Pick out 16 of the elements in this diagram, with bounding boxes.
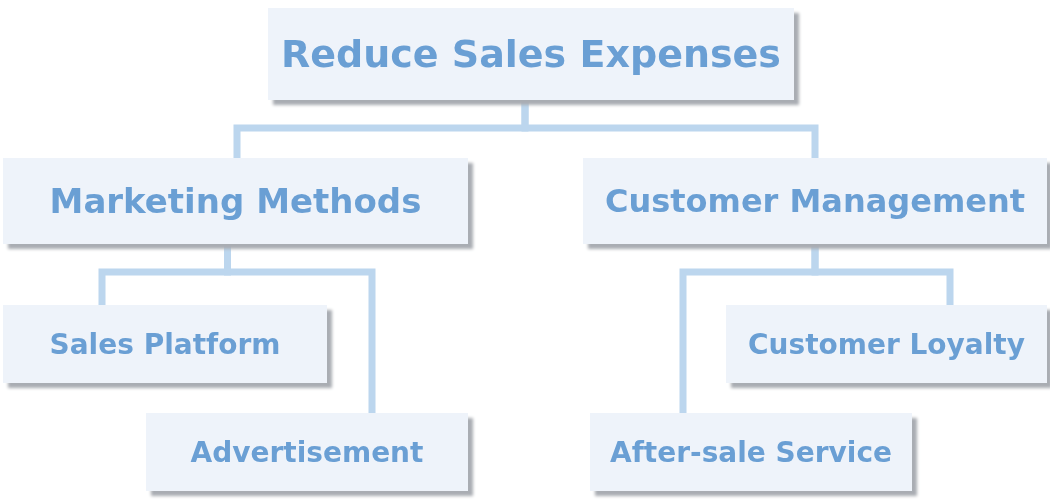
topic-box <box>590 413 912 491</box>
topic-box <box>3 305 327 383</box>
topic-box <box>268 8 794 100</box>
topic-box <box>726 305 1047 383</box>
topic-box <box>3 158 468 244</box>
connector-line <box>224 244 376 413</box>
topic-box <box>146 413 468 491</box>
topic-box <box>583 158 1047 244</box>
topic-label: Advertisement <box>190 435 424 469</box>
connector-line <box>679 244 819 413</box>
topic-label: Marketing Methods <box>49 181 422 221</box>
topic-label: Sales Platform <box>49 327 281 361</box>
topic-label: Customer Management <box>604 182 1026 220</box>
topic-label: After-sale Service <box>610 435 892 469</box>
topic-label: Customer Loyalty <box>748 327 1025 361</box>
topic-label: Reduce Sales Expenses <box>281 32 781 76</box>
